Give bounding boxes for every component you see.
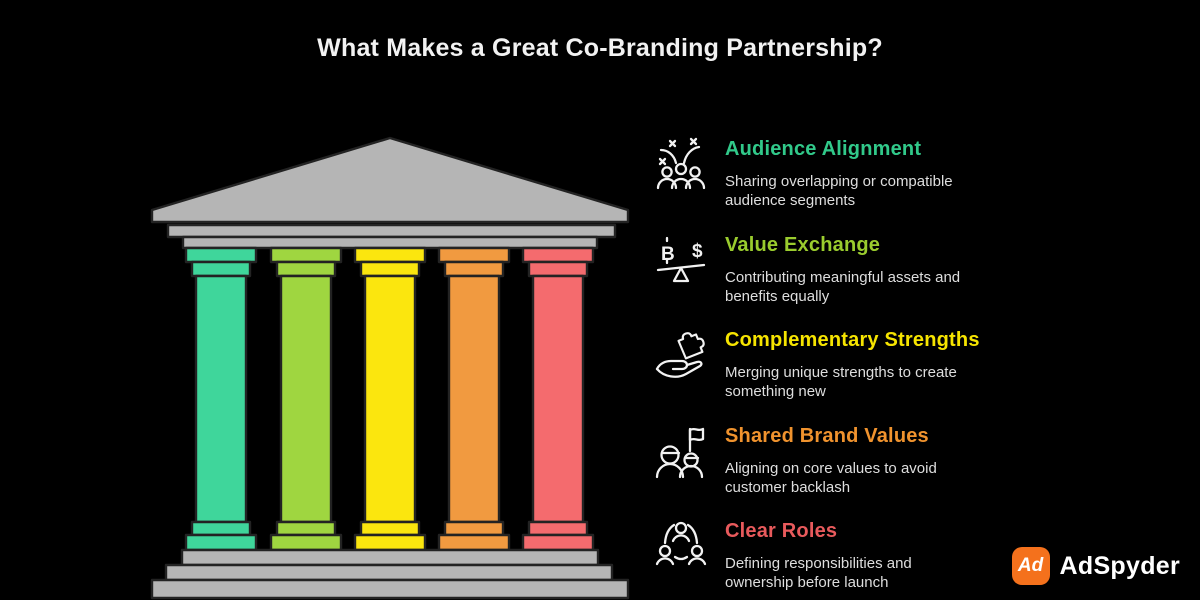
pillar-audience-alignment xyxy=(184,246,258,552)
svg-text:$: $ xyxy=(692,241,703,262)
pediment xyxy=(150,136,630,224)
item-description: Contributing meaningful assets and benef… xyxy=(725,268,961,305)
item-title: Value Exchange xyxy=(725,233,881,256)
adspyder-logo-icon: Ad xyxy=(1011,547,1050,585)
balance-icon: B $ xyxy=(652,232,710,290)
item-title: Clear Roles xyxy=(725,520,838,542)
step-bottom xyxy=(150,578,630,600)
list-item-value-exchange: B $ Value Exchange Contributing meaningf… xyxy=(652,232,982,328)
item-text: Clear Roles Defining responsibilities an… xyxy=(725,518,981,600)
architrave xyxy=(166,223,617,239)
item-description: Sharing overlapping or compatible audien… xyxy=(725,173,953,210)
list-item-shared-brand-values: Shared Brand Values Aligning on core val… xyxy=(652,423,982,519)
item-description: Aligning on core values to avoid custome… xyxy=(725,459,937,496)
item-title: Complementary Strengths xyxy=(725,329,980,351)
brand-name: AdSpyder xyxy=(1059,551,1180,580)
audience-sparkle-icon xyxy=(652,136,710,194)
temple-illustration xyxy=(150,136,630,600)
item-text: Value Exchange Contributing meaningful a… xyxy=(725,232,981,328)
brand-logo[interactable]: Ad AdSpyder xyxy=(1011,547,1180,585)
item-description: Merging unique strengths to create somet… xyxy=(725,364,957,401)
item-title: Shared Brand Values xyxy=(725,424,929,447)
item-text: Audience Alignment Sharing overlapping o… xyxy=(725,136,981,232)
frieze xyxy=(181,235,599,250)
pillar-list: Audience Alignment Sharing overlapping o… xyxy=(652,136,982,600)
team-network-icon xyxy=(652,518,710,576)
item-text: Shared Brand Values Aligning on core val… xyxy=(725,423,981,519)
flag-people-icon xyxy=(652,423,710,481)
page-title: What Makes a Great Co-Branding Partnersh… xyxy=(317,34,883,62)
svg-text:B: B xyxy=(661,244,675,265)
step-top xyxy=(180,548,600,567)
pillar-shared-brand-values xyxy=(437,246,511,552)
item-title: Audience Alignment xyxy=(725,138,922,160)
step-middle xyxy=(164,563,614,582)
pillar-complementary-strengths xyxy=(353,246,427,552)
pillar-value-exchange xyxy=(269,246,343,552)
list-item-complementary-strengths: Complementary Strengths Merging unique s… xyxy=(652,327,982,423)
item-text: Complementary Strengths Merging unique s… xyxy=(725,327,981,423)
hand-puzzle-icon xyxy=(652,327,710,385)
item-description: Defining responsibilities and ownership … xyxy=(725,555,912,592)
list-item-audience-alignment: Audience Alignment Sharing overlapping o… xyxy=(652,136,982,232)
pillar-clear-roles xyxy=(521,246,595,552)
list-item-clear-roles: Clear Roles Defining responsibilities an… xyxy=(652,518,982,600)
